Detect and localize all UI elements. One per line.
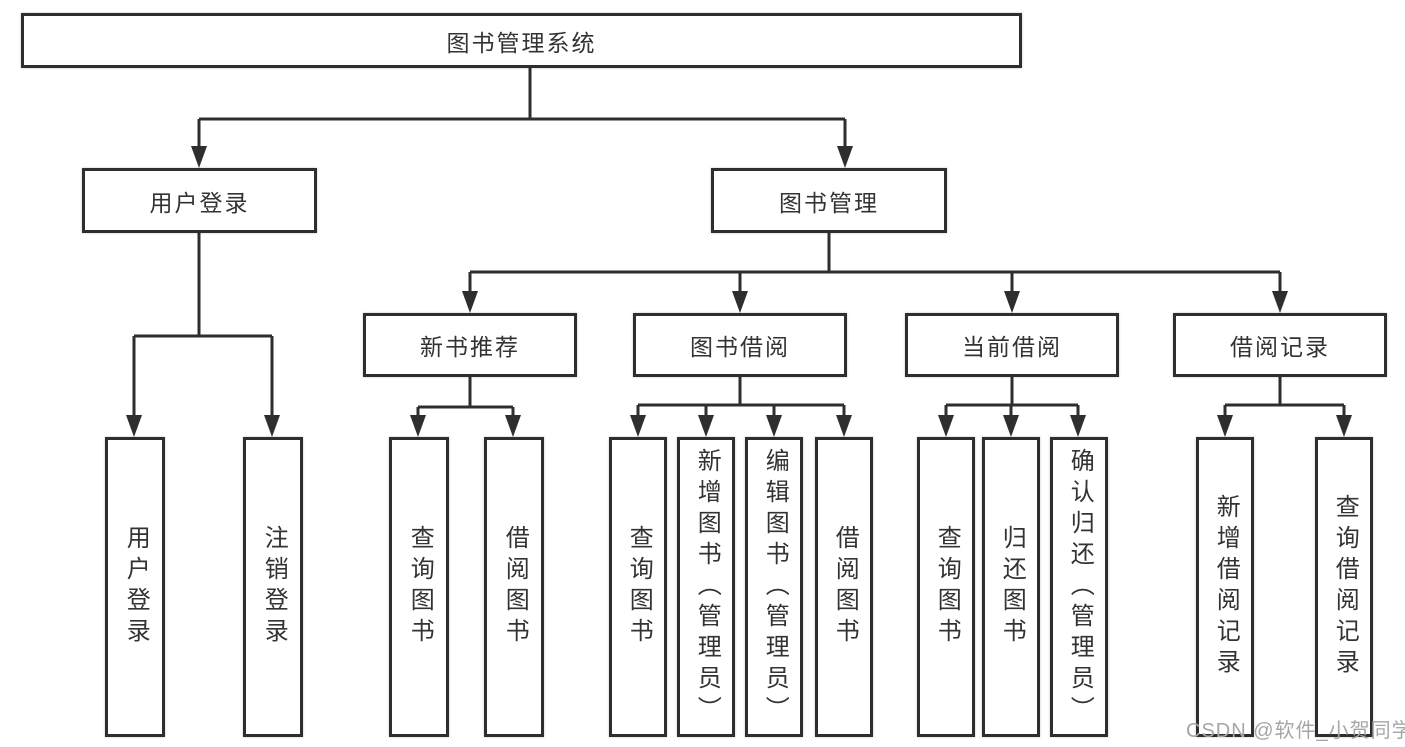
- leaf-cb-return-books: 归还图书: [982, 437, 1040, 737]
- node-book-management: 图书管理: [711, 168, 947, 233]
- leaf-cb-query-books: 查询图书: [917, 437, 975, 737]
- node-book-borrow: 图书借阅: [633, 313, 847, 377]
- leaf-cb-query-books-label: 查询图书: [933, 525, 961, 649]
- node-book-borrow-label: 图书借阅: [690, 334, 790, 360]
- node-root: 图书管理系统: [21, 13, 1022, 68]
- leaf-bb-add-books-admin: 新增图书（管理员）: [677, 437, 735, 737]
- node-current-borrow: 当前借阅: [905, 313, 1119, 377]
- node-new-book-recommend-label: 新书推荐: [420, 334, 520, 360]
- node-current-borrow-label: 当前借阅: [962, 334, 1062, 360]
- leaf-bb-edit-books-admin-label: 编辑图书（管理员）: [761, 447, 789, 727]
- leaf-nbr-query-books: 查询图书: [389, 437, 449, 737]
- leaf-rec-query-borrow-record-label: 查询借阅记录: [1331, 494, 1359, 680]
- leaf-rec-query-borrow-record: 查询借阅记录: [1315, 437, 1373, 737]
- leaf-cb-confirm-return-admin-label: 确认归还（管理员）: [1066, 447, 1094, 727]
- leaf-user-login-label: 用户登录: [122, 525, 150, 649]
- leaf-user-login: 用户登录: [105, 437, 165, 737]
- leaf-rec-add-borrow-record-label: 新增借阅记录: [1212, 494, 1240, 680]
- node-user-login: 用户登录: [82, 168, 317, 233]
- node-book-management-label: 图书管理: [779, 189, 879, 216]
- leaf-nbr-borrow-books: 借阅图书: [484, 437, 544, 737]
- csdn-watermark: CSDN @软件_小贺同学: [1186, 720, 1405, 742]
- leaf-bb-query-books-label: 查询图书: [625, 525, 653, 649]
- leaf-rec-add-borrow-record: 新增借阅记录: [1196, 437, 1254, 737]
- leaf-cb-return-books-label: 归还图书: [998, 525, 1026, 649]
- leaf-nbr-query-books-label: 查询图书: [406, 525, 434, 649]
- leaf-logout-label: 注销登录: [260, 525, 288, 649]
- node-root-label: 图书管理系统: [446, 29, 597, 56]
- node-borrow-records-label: 借阅记录: [1230, 334, 1330, 360]
- leaf-bb-edit-books-admin: 编辑图书（管理员）: [745, 437, 803, 737]
- node-user-login-label: 用户登录: [149, 189, 250, 216]
- arrowheads: [126, 146, 1352, 437]
- leaf-nbr-borrow-books-label: 借阅图书: [501, 525, 529, 649]
- leaf-bb-borrow-books-label: 借阅图书: [831, 525, 859, 649]
- leaf-cb-confirm-return-admin: 确认归还（管理员）: [1050, 437, 1108, 737]
- leaf-bb-add-books-admin-label: 新增图书（管理员）: [693, 447, 721, 727]
- leaf-bb-query-books: 查询图书: [609, 437, 667, 737]
- leaf-bb-borrow-books: 借阅图书: [815, 437, 873, 737]
- node-new-book-recommend: 新书推荐: [363, 313, 577, 377]
- node-borrow-records: 借阅记录: [1173, 313, 1387, 377]
- leaf-logout: 注销登录: [243, 437, 303, 737]
